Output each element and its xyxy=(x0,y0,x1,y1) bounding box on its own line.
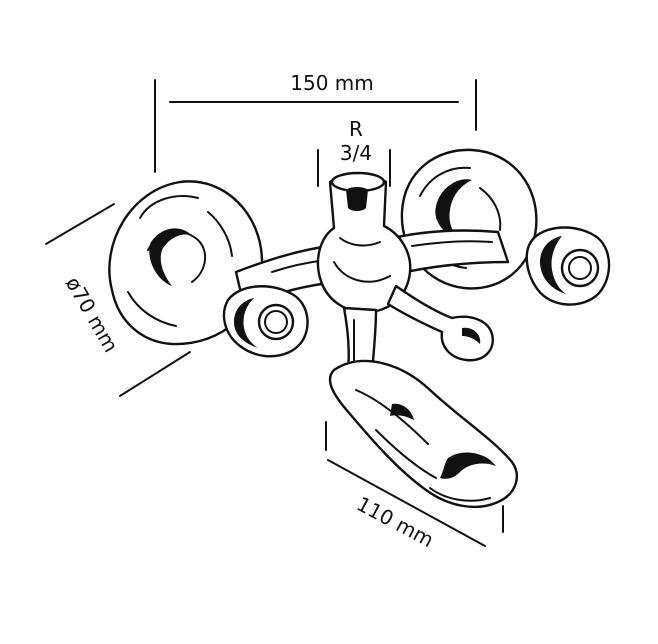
right-handle-knob xyxy=(525,226,611,306)
left-wall-flange xyxy=(108,180,264,346)
diameter-extension-bottom xyxy=(119,351,191,397)
central-body xyxy=(316,171,412,314)
spout-length-label: 110 mm xyxy=(353,492,438,552)
left-handle-knob xyxy=(222,285,309,358)
width-label: 150 mm xyxy=(290,71,374,95)
diverter-lever xyxy=(386,284,494,362)
diameter-extension-top xyxy=(45,203,115,245)
dimension-lines xyxy=(45,79,504,547)
spout-dimension-line xyxy=(327,459,486,547)
spout xyxy=(328,359,518,509)
thread-label-top: R xyxy=(349,117,363,141)
faucet-illustration xyxy=(108,148,611,509)
thread-label-bottom: 3/4 xyxy=(340,141,372,165)
